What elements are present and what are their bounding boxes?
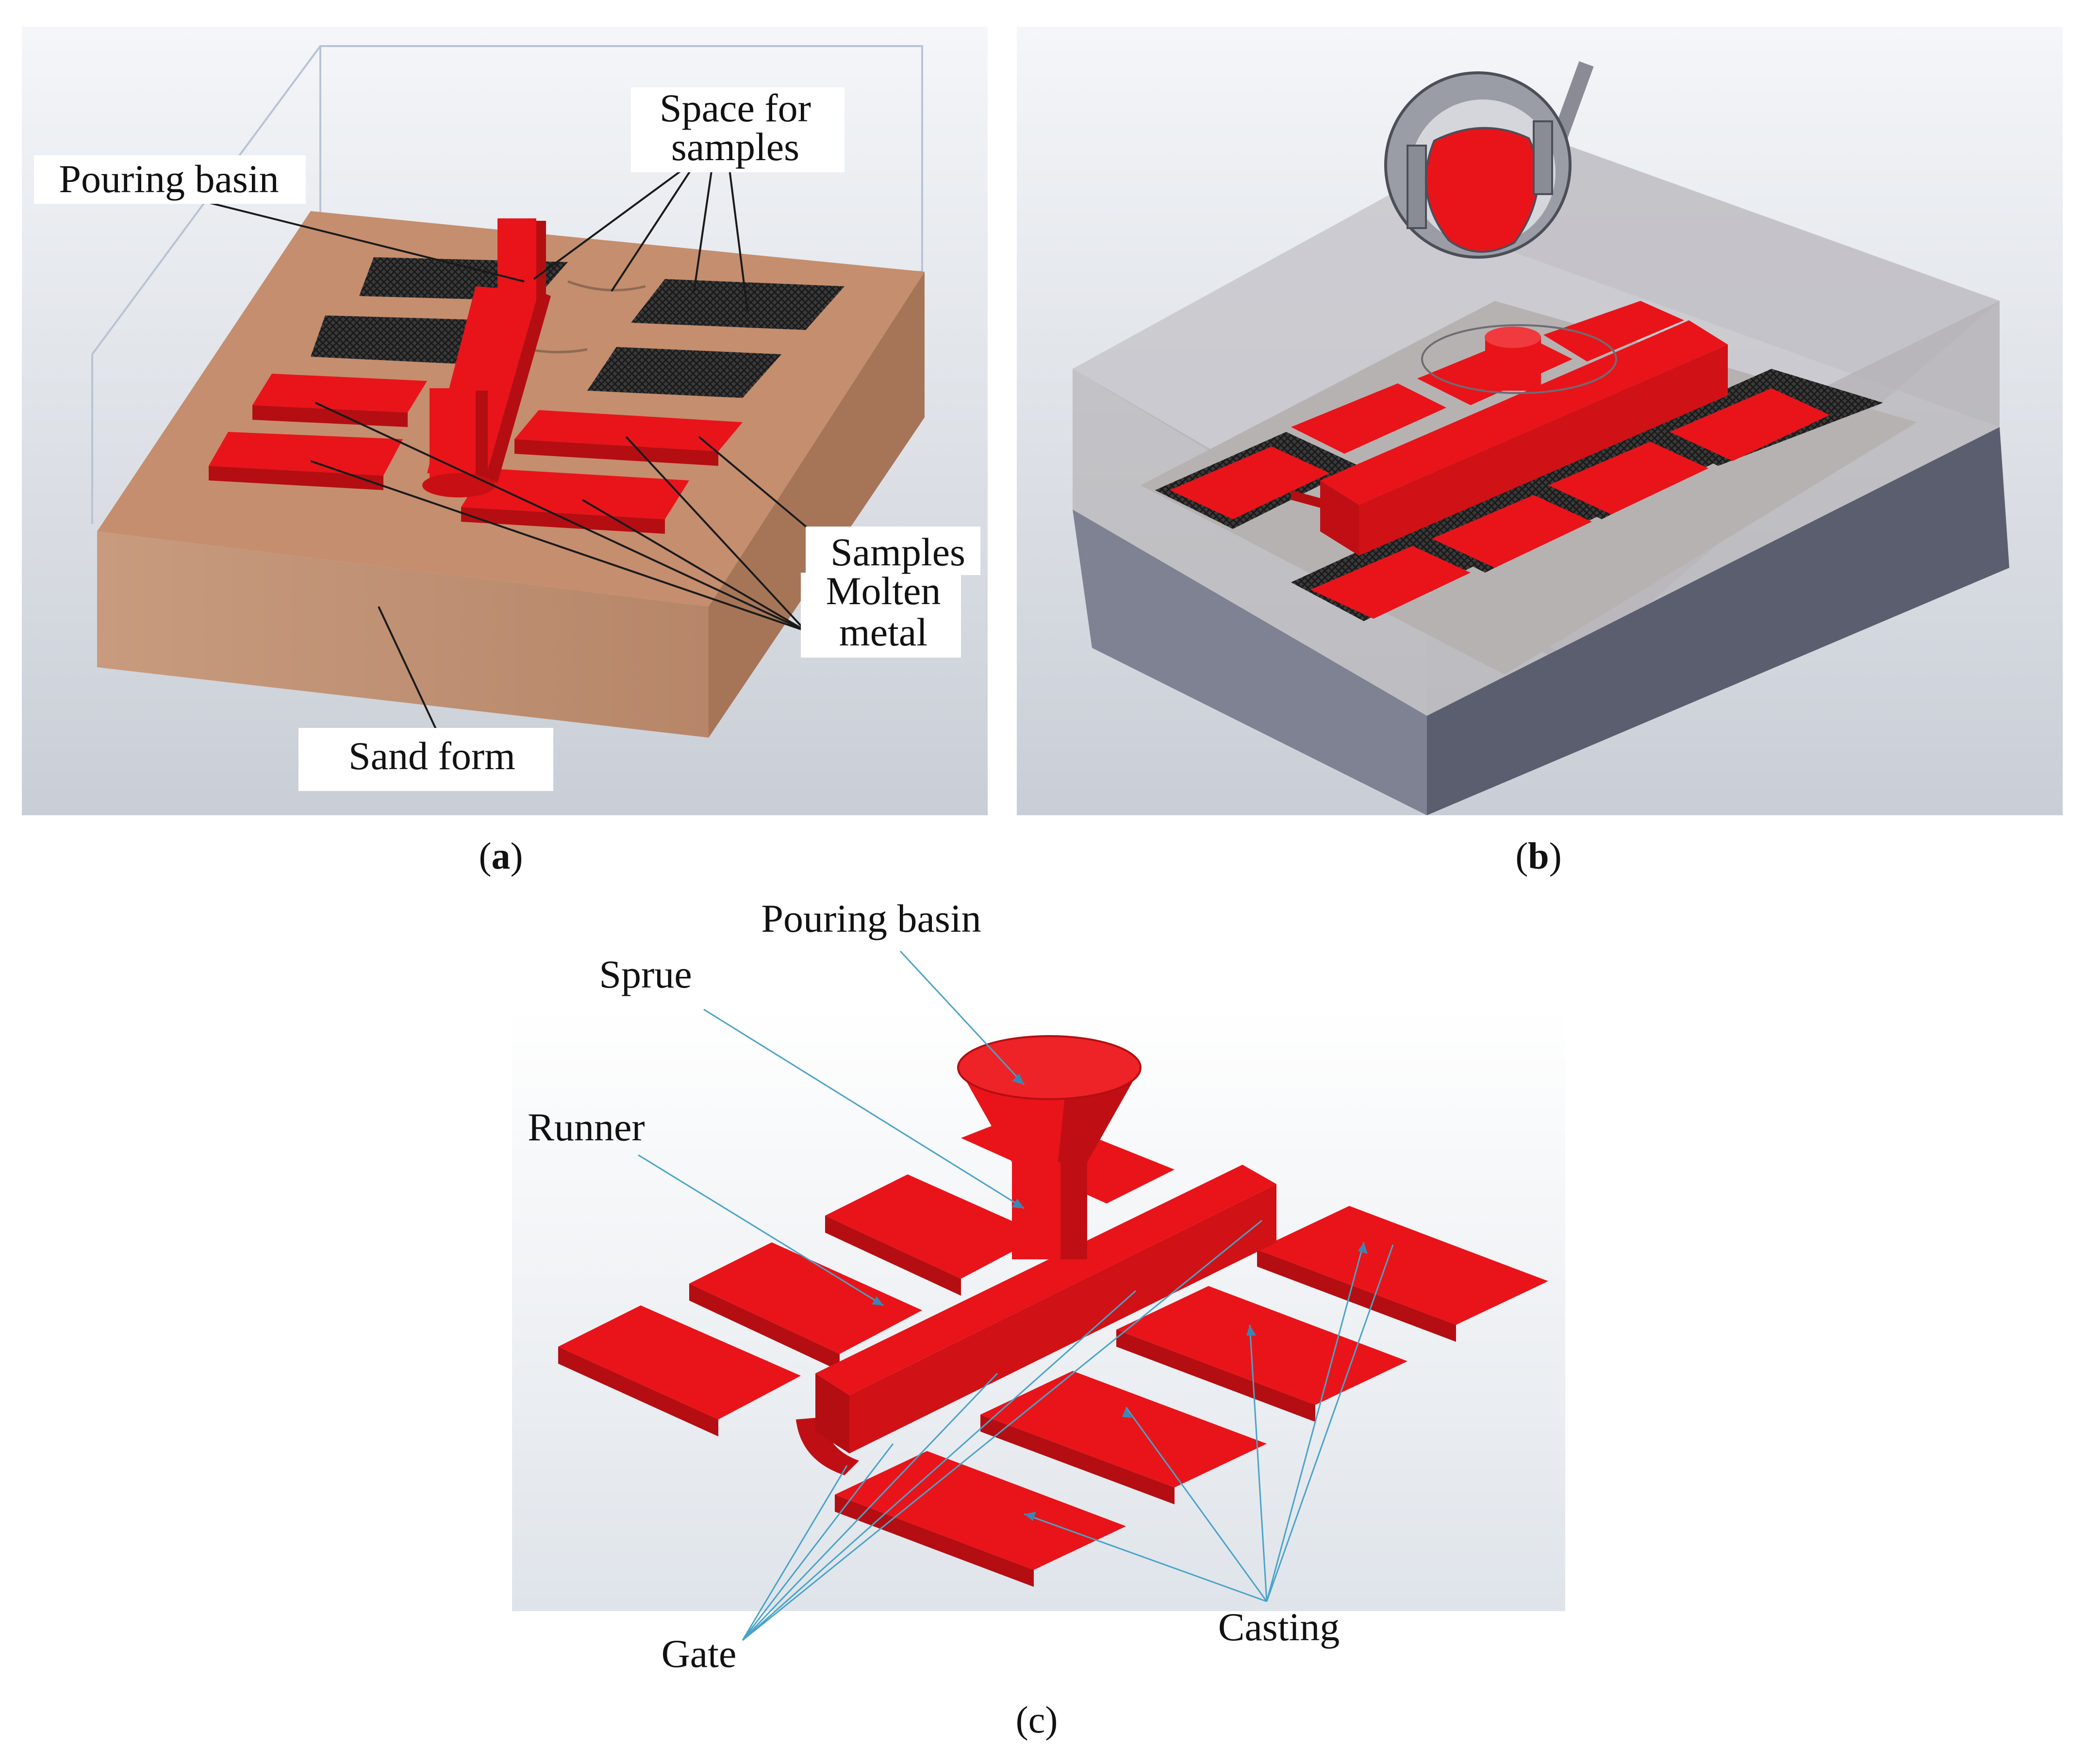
casting-plate: [825, 1216, 961, 1296]
molten-plate: [209, 432, 403, 476]
casting-plate: [1116, 1330, 1315, 1422]
upper-mold-right: [1514, 126, 2000, 427]
casting-plate: [558, 1305, 801, 1419]
ladle-bracket-right: [1533, 120, 1553, 195]
casting-plate: [1432, 495, 1592, 568]
runner-b-side: [1320, 480, 1359, 556]
label-box-space-for-samples: [631, 87, 844, 172]
sample-space: [311, 315, 495, 364]
label-pouring-basin: Pouring basin: [59, 157, 279, 201]
molten-plate: [461, 468, 689, 519]
casting-plate: [1291, 383, 1446, 454]
molten-plate: [461, 507, 665, 534]
runner-b: [1320, 320, 1728, 505]
castings-c: [558, 1111, 1548, 1587]
sprue-side: [476, 391, 488, 485]
label-space-for-line2: samples: [671, 125, 799, 169]
panel-c: Pouring basin Sprue Runner Gate Casting …: [512, 896, 1565, 1741]
label-gate: Gate: [662, 1632, 737, 1676]
molten-plate: [209, 466, 383, 490]
casting-plate: [1670, 388, 1830, 461]
molten-plate: [252, 374, 427, 412]
runner-side: [485, 291, 551, 483]
gate-curve: [796, 1417, 859, 1475]
casting-plate: [1116, 1286, 1407, 1405]
molten-plate: [252, 405, 408, 427]
runner-c: [815, 1165, 1276, 1395]
label-casting: Casting: [1218, 1605, 1340, 1649]
panel-b: (b): [1017, 27, 2063, 877]
molten-metal-plates: [209, 374, 743, 534]
label-molten-line2: metal: [839, 610, 927, 654]
panel-c-caption: (c): [1016, 1698, 1058, 1741]
ladle-icon: [1384, 61, 1594, 259]
casting-plate: [689, 1242, 922, 1354]
label-samples: Samples: [830, 530, 965, 574]
casting-plate: [558, 1347, 718, 1436]
label-space-for-line1: Space for: [660, 86, 811, 130]
pouring-basin-side: [536, 221, 546, 301]
label-molten-line1: Molten: [826, 569, 941, 613]
label-pouring-basin-c: Pouring basin: [761, 896, 981, 940]
runner-c-front: [849, 1184, 1276, 1453]
sample-spaces: [311, 257, 844, 398]
sprue: [430, 388, 476, 485]
casting-plate: [1257, 1206, 1548, 1325]
molten-plate: [514, 439, 718, 466]
panel-a: Space for samples Pouring basin Samples …: [22, 27, 988, 877]
casting-plate: [1170, 446, 1330, 519]
pouring-basin-column: [497, 218, 536, 301]
leader-arrowheads: [872, 1073, 1368, 1521]
casting-plate: [1257, 1250, 1456, 1342]
casting-plate: [1548, 442, 1708, 514]
label-box-sand-form: [298, 728, 553, 791]
sprue-base: [422, 473, 495, 497]
ladle-bracket-left: [1407, 145, 1427, 229]
label-box-molten-metal: [801, 573, 961, 658]
upper-mold-left-face: [1073, 369, 1427, 716]
label-sprue: Sprue: [599, 952, 692, 996]
lower-mold-right: [1427, 427, 2009, 815]
pouring-basin-top: [957, 1035, 1142, 1100]
runner-c-end: [815, 1373, 849, 1453]
leader-lines-c: [638, 950, 1394, 1641]
label-sand-form: Sand form: [348, 734, 515, 778]
label-runner: Runner: [528, 1105, 645, 1149]
runner-b-front: [1359, 345, 1728, 556]
label-box-pouring-basin: [34, 155, 306, 204]
casting-plate: [689, 1284, 840, 1371]
leader-lines-a: [203, 157, 836, 762]
panel-a-caption: (a): [479, 835, 523, 877]
sprue-ring: [1421, 324, 1617, 394]
ladle-molten-metal: [1425, 127, 1540, 253]
casting-plate: [835, 1451, 1126, 1570]
lower-mold-front: [1073, 510, 1427, 815]
channel-outline: [567, 280, 646, 292]
sand-form-side: [709, 272, 925, 738]
sample-space: [631, 279, 844, 330]
sample-space: [587, 347, 781, 398]
casting-plate: [835, 1495, 1034, 1587]
sprue-c-shade: [1060, 1155, 1087, 1259]
casting-plate: [1543, 301, 1684, 362]
casting-plate: [980, 1415, 1175, 1504]
casting-plate: [1310, 546, 1471, 619]
sand-form-front: [97, 531, 709, 738]
casting-plate: [825, 1174, 1043, 1279]
molten-plate: [514, 410, 743, 451]
panel-b-caption: (b): [1515, 835, 1561, 877]
casting-plate: [980, 1371, 1267, 1487]
sprue-b-top: [1485, 327, 1541, 348]
label-box-samples: [806, 527, 980, 575]
